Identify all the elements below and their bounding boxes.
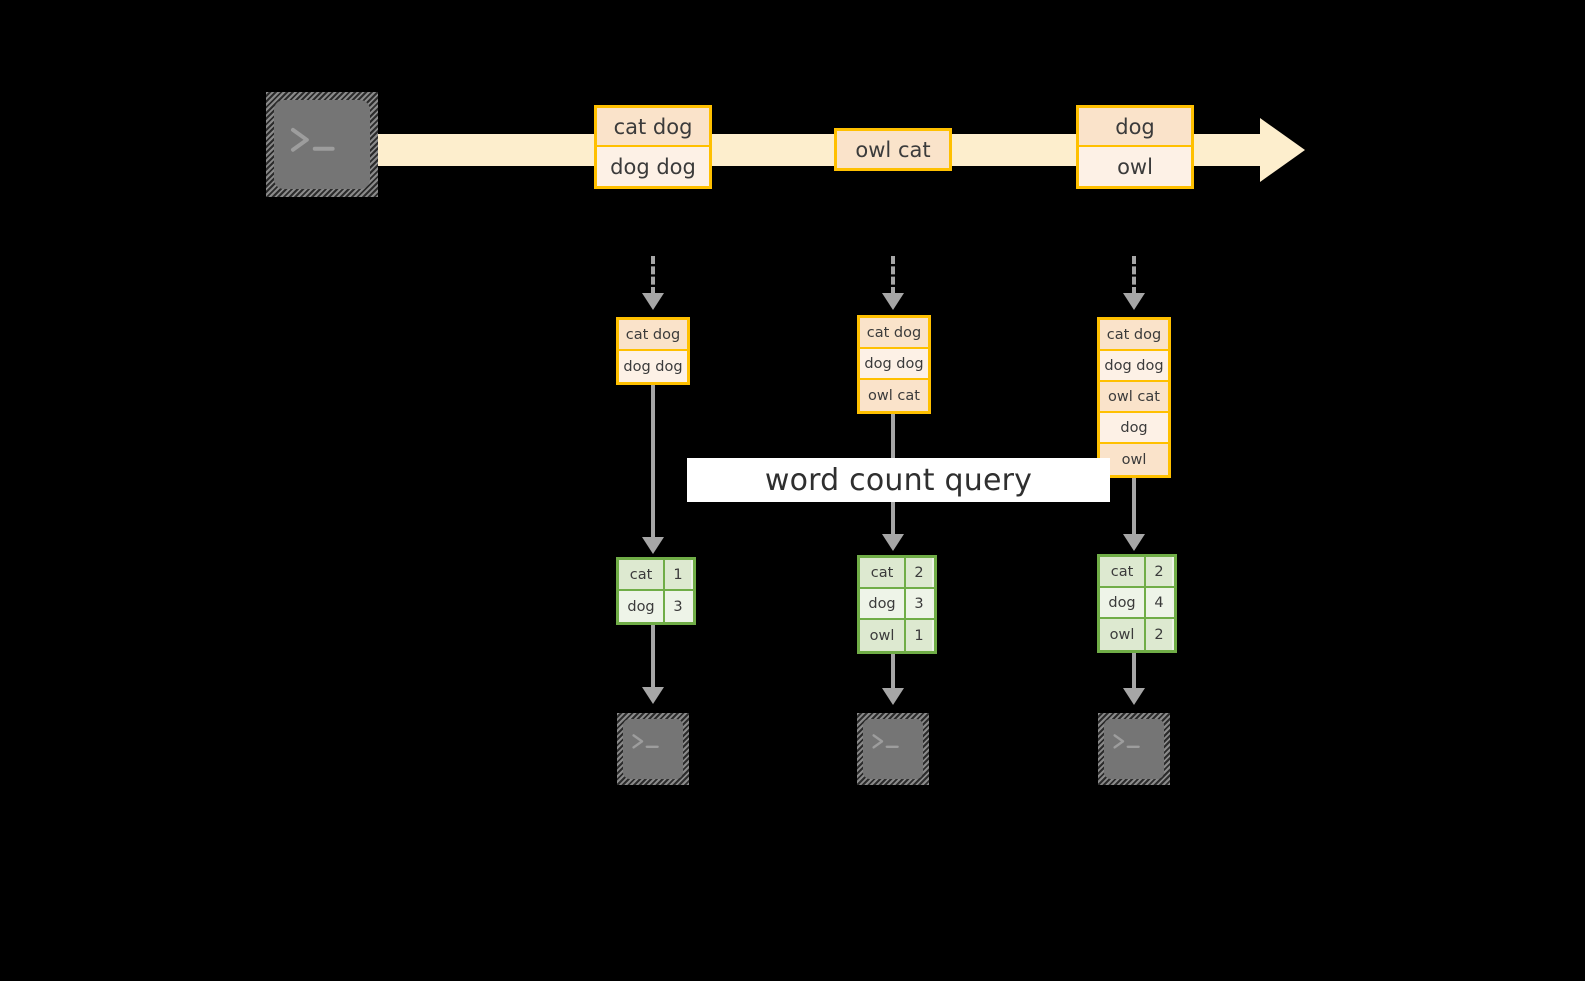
snapshot-1-sink-terminal-icon[interactable]	[617, 713, 689, 785]
table-cell-count: 2	[1146, 557, 1172, 586]
message-line: owl cat	[837, 131, 949, 168]
table-cell-word: cat	[1100, 557, 1146, 586]
message-line: dog dog	[597, 147, 709, 186]
stream-arrow-head	[1260, 118, 1305, 182]
table-row: dog 4	[1100, 588, 1174, 619]
stream-message-3[interactable]: dog owl	[1076, 105, 1194, 189]
table-row: dog 3	[619, 591, 693, 622]
sink-connector-1-head	[642, 687, 664, 704]
terminal-prompt-icon	[1113, 734, 1140, 749]
table-cell-count: 1	[906, 620, 932, 651]
table-cell-word: owl	[860, 620, 906, 651]
terminal-screen	[623, 719, 683, 779]
table-row: dog 3	[860, 589, 934, 620]
table-cell-count: 3	[665, 591, 691, 622]
input-row: owl cat	[1100, 382, 1168, 413]
sink-connector-2-head	[882, 688, 904, 705]
terminal-prompt-icon	[291, 127, 336, 152]
query-connector-1-head	[642, 537, 664, 554]
snapshot-3-input-box[interactable]: cat dog dog dog owl cat dog owl	[1097, 317, 1171, 478]
sink-connector-1	[651, 625, 655, 695]
snapshot-3-sink-terminal-icon[interactable]	[1098, 713, 1170, 785]
snapshot-1-input-box[interactable]: cat dog dog dog	[616, 317, 690, 385]
table-cell-count: 1	[665, 560, 691, 589]
table-row: owl 2	[1100, 619, 1174, 650]
stream-message-1[interactable]: cat dog dog dog	[594, 105, 712, 189]
table-cell-word: dog	[619, 591, 665, 622]
sink-connector-3-head	[1123, 688, 1145, 705]
stream-message-2[interactable]: owl cat	[834, 128, 952, 171]
message-line: cat dog	[597, 108, 709, 147]
table-cell-count: 2	[1146, 619, 1172, 650]
input-row: cat dog	[1100, 320, 1168, 351]
snapshot-2-input-box[interactable]: cat dog dog dog owl cat	[857, 315, 931, 414]
table-cell-count: 3	[906, 589, 932, 618]
snapshot-2-sink-terminal-icon[interactable]	[857, 713, 929, 785]
input-row: owl cat	[860, 380, 928, 411]
terminal-screen	[863, 719, 923, 779]
snapshot-1-result-table[interactable]: cat 1 dog 3	[616, 557, 696, 625]
table-row: cat 1	[619, 560, 693, 591]
table-cell-word: owl	[1100, 619, 1146, 650]
query-connector-3	[1132, 478, 1136, 542]
dashed-connector-3-head	[1123, 293, 1145, 310]
query-connector-1	[651, 385, 655, 545]
dashed-connector-1	[651, 256, 655, 295]
dashed-connector-3	[1132, 256, 1136, 295]
sink-connector-3	[1132, 653, 1136, 696]
dashed-connector-1-head	[642, 293, 664, 310]
input-row: dog	[1100, 413, 1168, 444]
terminal-prompt-icon	[872, 734, 899, 749]
table-row: cat 2	[860, 558, 934, 589]
snapshot-2-result-table[interactable]: cat 2 dog 3 owl 1	[857, 555, 937, 654]
source-terminal-icon[interactable]	[266, 92, 378, 197]
query-connector-3-head	[1123, 534, 1145, 551]
table-cell-count: 4	[1146, 588, 1172, 617]
dashed-connector-2-head	[882, 293, 904, 310]
terminal-screen	[1104, 719, 1164, 779]
table-cell-count: 2	[906, 558, 932, 587]
input-row: owl	[1100, 444, 1168, 475]
query-label-banner: word count query	[687, 458, 1110, 502]
snapshot-3-result-table[interactable]: cat 2 dog 4 owl 2	[1097, 554, 1177, 653]
message-line: owl	[1079, 147, 1191, 186]
table-cell-word: dog	[1100, 588, 1146, 617]
table-cell-word: dog	[860, 589, 906, 618]
input-row: cat dog	[619, 320, 687, 351]
table-cell-word: cat	[619, 560, 665, 589]
dashed-connector-2	[891, 256, 895, 295]
terminal-screen	[274, 100, 370, 189]
query-label-text: word count query	[764, 462, 1033, 498]
input-row: dog dog	[619, 351, 687, 382]
message-line: dog	[1079, 108, 1191, 147]
table-row: cat 2	[1100, 557, 1174, 588]
input-row: cat dog	[860, 318, 928, 349]
query-connector-2-head	[882, 534, 904, 551]
input-row: dog dog	[1100, 351, 1168, 382]
table-row: owl 1	[860, 620, 934, 651]
input-row: dog dog	[860, 349, 928, 380]
table-cell-word: cat	[860, 558, 906, 587]
sink-connector-2	[891, 654, 895, 696]
terminal-prompt-icon	[632, 734, 659, 749]
